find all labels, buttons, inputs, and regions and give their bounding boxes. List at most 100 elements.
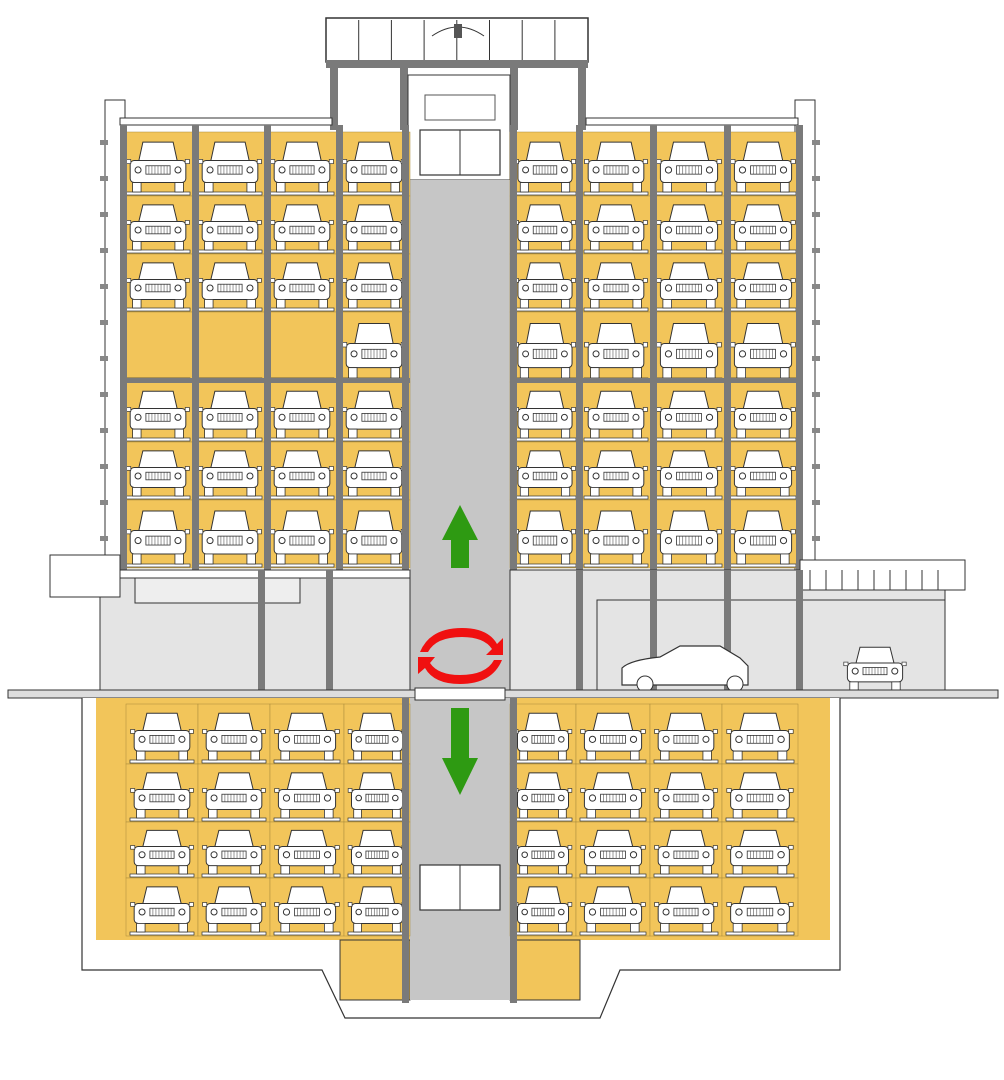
car: [126, 141, 190, 193]
wheel: [204, 182, 214, 193]
headlight: [558, 908, 565, 916]
parking-bay: [193, 311, 267, 383]
arrow-up-icon: [442, 505, 478, 568]
mirror: [716, 220, 722, 225]
column: [576, 570, 583, 690]
wheel: [246, 299, 256, 309]
car-roof: [738, 886, 782, 905]
facade-bracket: [100, 356, 108, 361]
mirror: [712, 729, 718, 734]
wheel: [390, 182, 400, 193]
wheel: [519, 750, 528, 761]
car-roof: [210, 141, 250, 163]
wheel: [136, 809, 146, 819]
headlight: [664, 226, 673, 234]
headlight: [390, 284, 398, 292]
headlight: [629, 851, 638, 859]
mirror: [256, 407, 262, 412]
facade-bracket: [100, 212, 108, 217]
wheel: [662, 182, 672, 193]
wheel: [178, 750, 188, 761]
mirror: [790, 342, 796, 348]
facade-bracket: [812, 356, 820, 361]
mirror: [584, 466, 590, 471]
headlight: [558, 794, 565, 802]
car-roof: [525, 141, 565, 163]
facade-bracket: [100, 140, 108, 145]
wheel: [174, 241, 184, 251]
car: [730, 450, 796, 497]
wheel: [558, 865, 567, 875]
headlight: [178, 908, 186, 916]
pallet: [273, 759, 341, 764]
car: [342, 141, 406, 193]
wheel: [392, 923, 401, 933]
mirror: [270, 278, 276, 283]
headlight: [134, 284, 142, 292]
car-roof: [592, 712, 634, 732]
headlight: [738, 166, 747, 174]
headlight: [246, 413, 254, 421]
car-roof: [142, 772, 182, 791]
mirror: [716, 529, 722, 535]
wheel: [590, 182, 600, 193]
mirror: [716, 159, 722, 165]
mirror: [126, 466, 132, 471]
headlight: [662, 908, 670, 916]
headlight: [705, 472, 714, 480]
wheel: [250, 865, 260, 875]
headlight: [702, 908, 710, 916]
mirror: [730, 529, 736, 535]
mirror: [260, 729, 266, 734]
headlight: [278, 284, 286, 292]
wheel: [736, 241, 746, 251]
car: [730, 322, 796, 379]
mirror: [184, 278, 190, 283]
mirror: [843, 661, 849, 667]
wheel: [561, 299, 571, 309]
crane-motor: [454, 24, 462, 38]
pallet: [725, 873, 795, 878]
mirror: [274, 788, 280, 793]
headlight: [138, 794, 146, 802]
mirror: [130, 788, 136, 793]
car-roof: [282, 262, 322, 281]
upper-left-bays: [121, 131, 411, 569]
mirror: [256, 159, 262, 165]
headlight: [632, 472, 640, 480]
headlight: [664, 284, 673, 292]
wheel: [780, 299, 790, 309]
car: [580, 829, 646, 875]
wheel: [780, 428, 790, 439]
mirror: [328, 220, 334, 225]
headlight: [246, 226, 254, 234]
car-roof: [142, 829, 182, 848]
headlight: [592, 537, 600, 545]
mirror: [642, 159, 648, 165]
headlight: [560, 413, 568, 421]
mirror: [788, 788, 794, 793]
mirror: [712, 788, 718, 793]
car-roof: [596, 510, 636, 533]
mirror: [270, 466, 276, 471]
car: [274, 712, 340, 761]
headlight: [560, 472, 568, 480]
parking-bay: [265, 311, 339, 383]
pallet: [273, 931, 341, 936]
pallet: [513, 307, 577, 312]
headlight: [592, 284, 600, 292]
wheel: [732, 865, 743, 875]
headlight: [355, 851, 362, 858]
wheel: [590, 367, 600, 379]
pallet: [125, 437, 191, 442]
car-roof: [138, 204, 178, 223]
upper-right-bays: [509, 131, 801, 569]
wheel: [632, 299, 642, 309]
car: [580, 772, 646, 819]
wheel: [519, 923, 528, 933]
wheel: [276, 487, 286, 497]
headlight: [350, 350, 358, 358]
pallet: [513, 931, 573, 936]
hoist-frame: [424, 94, 496, 121]
pallet: [341, 563, 407, 568]
